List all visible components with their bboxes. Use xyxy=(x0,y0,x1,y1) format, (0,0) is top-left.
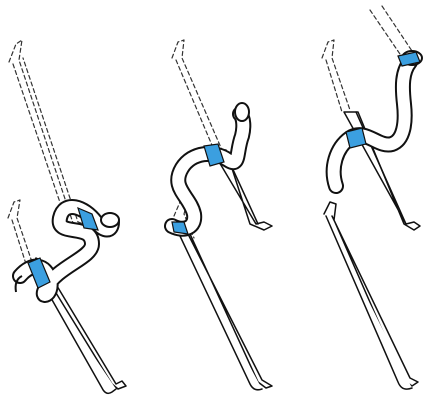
panel-3 xyxy=(322,6,422,389)
pole xyxy=(324,202,418,386)
previous-pole-outline xyxy=(172,40,222,150)
previous-pole-lower-outline xyxy=(8,200,32,262)
pole xyxy=(178,234,272,388)
panel-1 xyxy=(8,40,126,393)
previous-pole-outline xyxy=(370,10,404,60)
previous-pole-left-inner xyxy=(326,60,342,112)
previous-pole-inner-line xyxy=(382,6,414,54)
previous-pole-inner-line xyxy=(176,60,214,150)
panel-2 xyxy=(172,40,272,390)
pole-shaft xyxy=(326,216,412,389)
pole-shaft xyxy=(180,236,262,390)
snake-head xyxy=(101,213,119,227)
contact-region xyxy=(204,144,224,166)
previous-pole-lower-inner xyxy=(12,220,26,264)
snake-body xyxy=(334,62,410,186)
previous-pole-left-outline xyxy=(322,40,350,110)
contact-region xyxy=(346,128,366,148)
snake-head xyxy=(235,103,249,121)
